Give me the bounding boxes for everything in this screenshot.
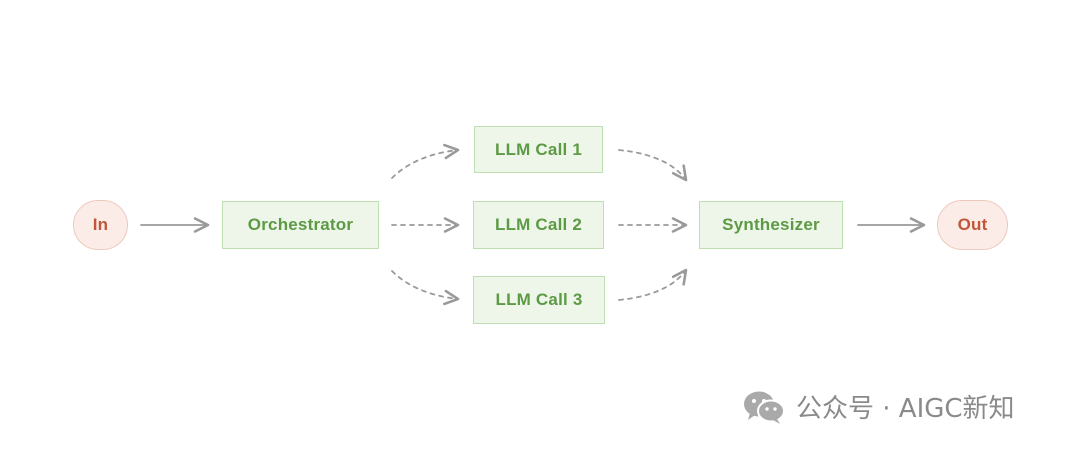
output-node: Out <box>937 200 1008 250</box>
synthesizer-node: Synthesizer <box>699 201 843 249</box>
wechat-icon <box>742 389 786 425</box>
arrow-orchestrator-to-call1 <box>391 143 460 179</box>
llm-call-1-node: LLM Call 1 <box>474 126 603 173</box>
arrow-call3-to-synthesizer <box>618 268 688 301</box>
arrow-orchestrator-to-call3 <box>391 270 460 306</box>
arrow-call1-to-synthesizer <box>618 149 688 182</box>
orchestrator-node: Orchestrator <box>222 201 379 249</box>
llm-call-3-node: LLM Call 3 <box>473 276 605 324</box>
watermark: 公众号 · AIGC新知 <box>742 388 1015 425</box>
input-node: In <box>73 200 128 250</box>
watermark-text: 公众号 · AIGC新知 <box>796 394 1015 424</box>
llm-call-2-node: LLM Call 2 <box>473 201 604 249</box>
